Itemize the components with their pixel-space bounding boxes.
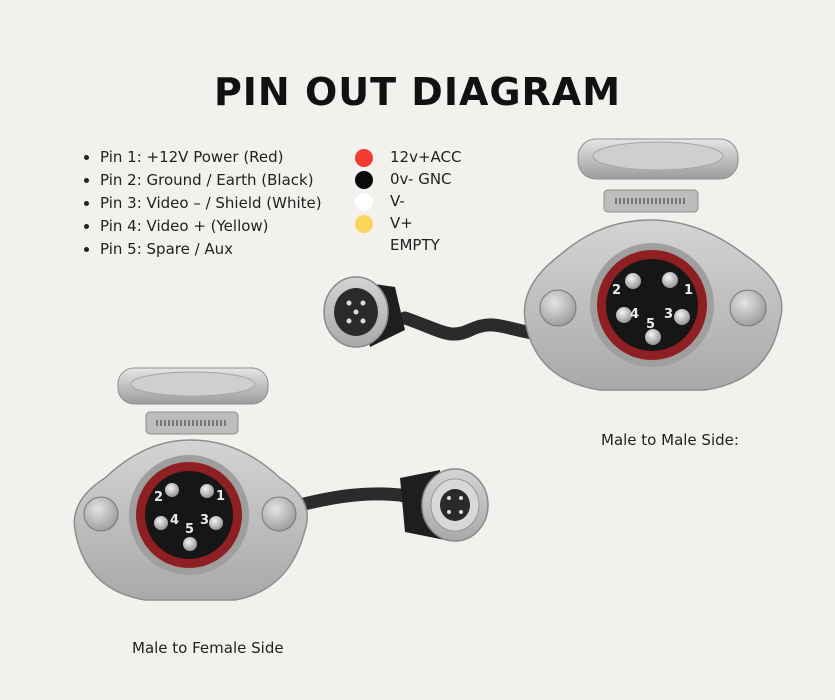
cable [398,311,552,342]
pin-list: Pin 1: +12V Power (Red) Pin 2: Ground / … [82,146,322,261]
pin-label: 1 [684,283,693,298]
red-dot-icon [355,149,373,167]
pin-label: 3 [664,307,673,322]
pin [209,516,223,530]
pin [662,272,678,288]
legend-label: EMPTY [390,236,440,254]
pin-label: 2 [612,283,621,298]
pin-label: 4 [170,513,179,528]
pin-label: 4 [630,307,639,322]
page-title: PIN OUT DIAGRAM [213,70,622,114]
pin-label: 5 [646,317,655,332]
pin-item: Pin 3: Video – / Shield (White) [100,192,322,215]
pin-item: Pin 2: Ground / Earth (Black) [100,169,322,192]
male-to-male-connector: 1 2 3 4 5 [323,138,783,391]
pin [645,329,661,345]
male-to-female-caption: Male to Female Side [132,639,284,657]
pin-item: Pin 5: Spare / Aux [100,238,322,261]
bolt [729,289,767,327]
pin-label: 2 [154,490,163,505]
pin-label: 5 [185,522,194,537]
pin [674,309,690,325]
dust-cap [117,367,269,435]
pin-item: Pin 4: Video + (Yellow) [100,215,322,238]
pin [154,516,168,530]
yellow-dot-icon [355,215,373,233]
small-plug [400,468,489,542]
bolt [83,496,119,532]
bolt [539,289,577,327]
black-dot-icon [355,171,373,189]
dust-cap [577,138,739,213]
pin [200,484,214,498]
pin [165,483,179,497]
pin-item: Pin 1: +12V Power (Red) [100,146,322,169]
pin [183,537,197,551]
legend-label: 0v- GNC [390,170,452,188]
legend-label: V+ [390,214,413,232]
male-to-male-caption: Male to Male Side: [601,431,739,449]
pin-label: 3 [200,513,209,528]
bolt [261,496,297,532]
male-to-female-connector: 1 2 3 4 5 [73,367,489,601]
small-plug [323,276,405,348]
white-dot-icon [355,193,373,211]
legend-label: V- [390,192,405,210]
legend-label: 12v+ACC [390,148,462,166]
pin [625,273,641,289]
pin-label: 1 [216,489,225,504]
pin [616,307,632,323]
